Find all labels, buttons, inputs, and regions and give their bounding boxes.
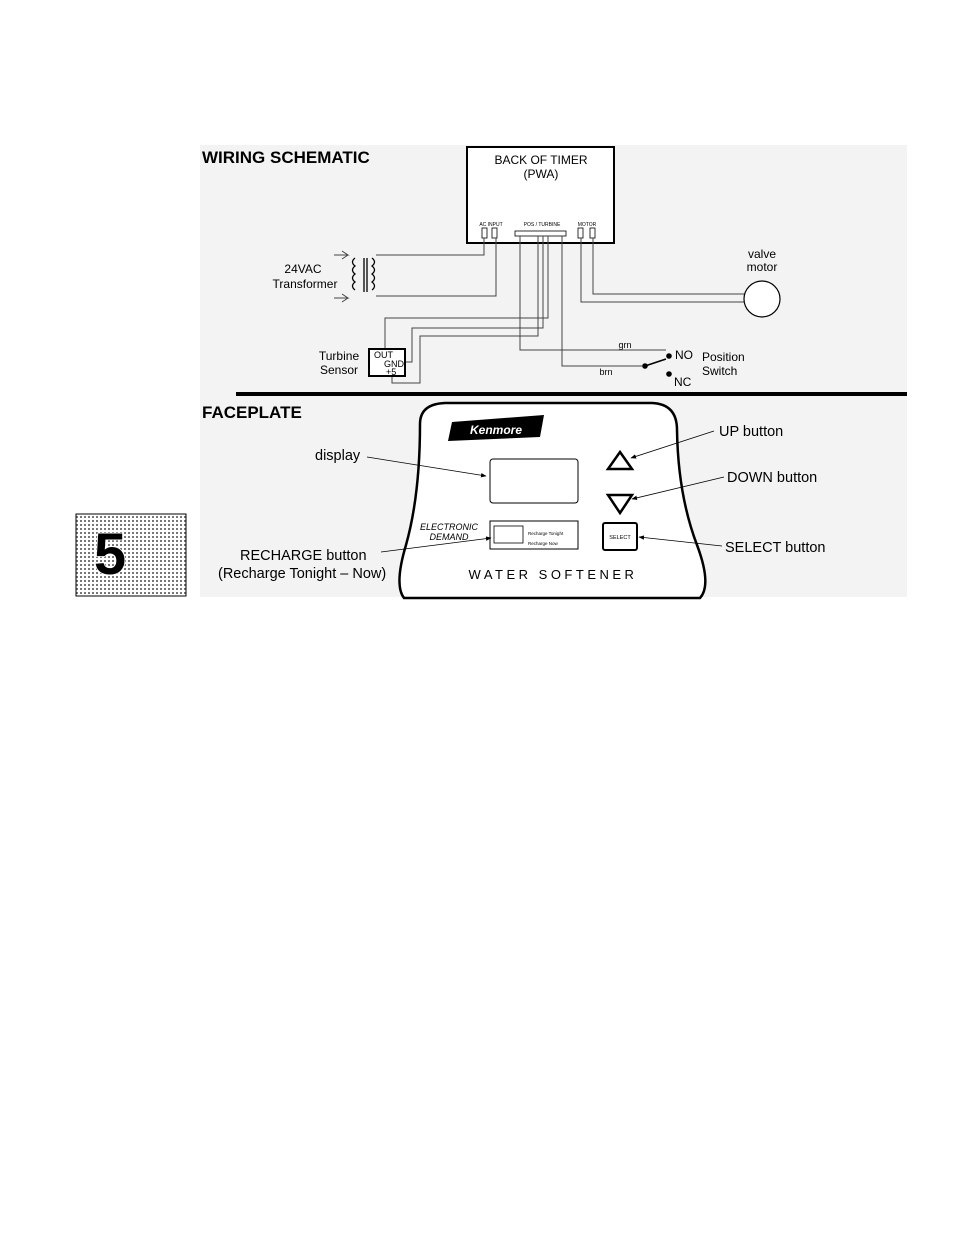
- motor-wire: [580, 238, 745, 303]
- recharge-option-1: Recharge Tonight: [528, 531, 564, 536]
- turbine-label-1: Turbine: [319, 349, 360, 363]
- turbine-wire-gnd: [405, 236, 544, 363]
- down-button[interactable]: [605, 493, 635, 516]
- up-button[interactable]: [605, 449, 635, 471]
- up-callout-line: [630, 430, 715, 459]
- display-callout-line: [366, 456, 487, 478]
- ac-pin: [491, 227, 498, 239]
- transformer-label-2: Transformer: [273, 277, 338, 291]
- select-button[interactable]: SELECT: [602, 522, 638, 551]
- conn-ac-label: AC INPUT: [479, 222, 502, 228]
- position-switch: NO NC Position Switch: [642, 348, 745, 389]
- ac-pin: [481, 227, 488, 239]
- brn-wire: [561, 236, 642, 367]
- turbine-sensor: OUT GND +5 Turbine Sensor: [319, 348, 406, 377]
- ac-wire: [376, 238, 485, 256]
- grn-label: grn: [618, 340, 631, 350]
- section-tab: 5: [75, 513, 187, 597]
- section-divider: [236, 392, 907, 396]
- switch-nc: NC: [674, 375, 692, 389]
- select-callout-line: [638, 535, 723, 547]
- motor-pin: [577, 227, 584, 239]
- pos-turbine-connector: [514, 230, 567, 237]
- motor-wire: [592, 238, 745, 295]
- recharge-callout-1: RECHARGE button: [240, 548, 367, 564]
- brand-logo-text: Kenmore: [470, 423, 522, 437]
- section-number: 5: [94, 522, 126, 587]
- select-key-label: SELECT: [609, 535, 631, 541]
- up-button-callout: UP button: [719, 424, 783, 440]
- select-button-callout: SELECT button: [725, 540, 826, 556]
- timer-title: BACK OF TIMER: [494, 153, 587, 167]
- recharge-callout-line: [380, 536, 492, 553]
- valve-label-1: valve: [748, 247, 776, 261]
- turbine-wire-plus: [391, 236, 539, 384]
- timer-box: BACK OF TIMER (PWA) AC INPUT POS / TURBI…: [466, 146, 615, 244]
- recharge-button[interactable]: Recharge Tonight Recharge Now: [489, 520, 579, 550]
- motor-pin: [589, 227, 596, 239]
- turbine-plus-label: +5: [386, 367, 396, 377]
- display-callout: display: [315, 448, 361, 464]
- brn-label: brn: [599, 367, 612, 377]
- kenmore-logo: Kenmore: [448, 415, 544, 441]
- down-callout-line: [631, 476, 725, 501]
- recharge-key[interactable]: [493, 525, 524, 544]
- faceplate-title: FACEPLATE: [202, 403, 302, 422]
- transformer: 24VAC Transformer: [273, 250, 376, 303]
- display-screen: [489, 458, 579, 504]
- turbine-gnd-label: GND: [384, 359, 405, 369]
- switch-label-1: Position: [702, 350, 745, 364]
- conn-pos-label: POS / TURBINE: [524, 222, 561, 228]
- recharge-option-2: Recharge Now: [528, 541, 559, 546]
- grn-wire: [519, 236, 666, 351]
- wiring-title: WIRING SCHEMATIC: [202, 148, 370, 167]
- down-button-callout: DOWN button: [727, 470, 817, 486]
- turbine-wire-out: [384, 236, 549, 350]
- ac-wire: [376, 238, 497, 297]
- switch-label-2: Switch: [702, 364, 737, 378]
- timer-subtitle: (PWA): [524, 167, 559, 181]
- turbine-out-label: OUT: [374, 350, 394, 360]
- electronic-label-1: ELECTRONIC: [420, 522, 479, 532]
- switch-no: NO: [675, 348, 693, 362]
- conn-motor-label: MOTOR: [578, 222, 597, 228]
- valve-label-2: motor: [747, 260, 778, 274]
- product-name: WATER SOFTENER: [469, 567, 638, 582]
- electronic-label-2: DEMAND: [429, 532, 469, 542]
- transformer-label-1: 24VAC: [284, 262, 321, 276]
- recharge-callout-2: (Recharge Tonight – Now): [218, 566, 386, 582]
- valve-motor: [743, 280, 781, 318]
- turbine-label-2: Sensor: [320, 363, 358, 377]
